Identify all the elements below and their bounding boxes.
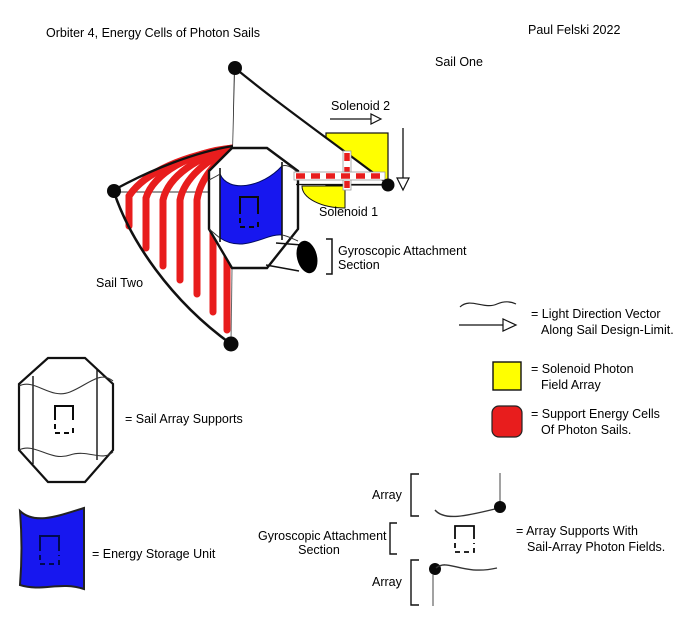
legend-array-top-label: Array bbox=[372, 488, 402, 502]
legend-array-supports-line1: = Array Supports With bbox=[516, 524, 638, 538]
gyro-label-line2: Section bbox=[338, 258, 380, 272]
sail-two-top-edge bbox=[113, 144, 234, 192]
sail-two-tie-line bbox=[230, 268, 233, 343]
legend-array-supports-line2: Sail-Array Photon Fields. bbox=[527, 540, 666, 554]
sail-one-mast-line bbox=[232, 73, 236, 147]
legend-solenoid-line1: = Solenoid Photon bbox=[531, 362, 634, 376]
sail-two-bottom-dot bbox=[223, 336, 239, 352]
legend-array-bottom-label: Array bbox=[372, 575, 402, 589]
legend-gyro2-line1: Gyroscopic Attachment bbox=[258, 529, 387, 543]
array-top-bracket-icon bbox=[410, 473, 419, 517]
legend-energy-storage-label: = Energy Storage Unit bbox=[92, 547, 216, 561]
solenoid-1-label: Solenoid 1 bbox=[319, 205, 379, 219]
legend-energy-storage-icon bbox=[18, 506, 85, 591]
legend-sail-array-supports-icon bbox=[17, 356, 115, 484]
legend-energy-cells-line1: = Support Energy Cells bbox=[531, 407, 660, 421]
gyro-label-line1: Gyroscopic Attachment bbox=[338, 244, 467, 258]
sail-vertex-dots bbox=[107, 61, 395, 352]
sail-one-top-dot bbox=[228, 61, 242, 75]
legend-light-line1: = Light Direction Vector bbox=[531, 307, 661, 321]
sail-one-tip-dot bbox=[381, 178, 395, 192]
legend-solenoid-line2: Field Array bbox=[541, 378, 601, 392]
legend-array-supports-icon bbox=[389, 473, 506, 606]
legend-energy-cells-swatch bbox=[491, 405, 523, 438]
sail-two-left-dot bbox=[107, 184, 121, 198]
sail-two-bottom-edge bbox=[112, 191, 232, 346]
dash-casing-horizontal bbox=[293, 171, 386, 181]
solenoid-dashed-lines bbox=[293, 150, 386, 191]
solenoid-1-field bbox=[301, 185, 346, 209]
legend-energy-cells-line2: Of Photon Sails. bbox=[541, 423, 632, 437]
author-credit: Paul Felski 2022 bbox=[528, 23, 621, 37]
sail-one-label: Sail One bbox=[435, 55, 483, 69]
solenoid-2-arrow-icon bbox=[330, 113, 383, 125]
array-bottom-bracket-icon bbox=[410, 559, 419, 606]
gyro2-bracket-icon bbox=[389, 522, 397, 555]
gyro-bracket-icon bbox=[326, 238, 333, 275]
legend-solenoid-swatch bbox=[492, 361, 522, 391]
legend-light-line2: Along Sail Design-Limit. bbox=[541, 323, 674, 337]
legend-gyro2-line2: Section bbox=[298, 543, 340, 557]
page-title: Orbiter 4, Energy Cells of Photon Sails bbox=[46, 26, 260, 40]
body-core-symbol bbox=[239, 196, 259, 228]
legend-light-vector-icon bbox=[459, 301, 518, 332]
sail-two-label: Sail Two bbox=[96, 276, 144, 290]
down-arrow-icon bbox=[396, 128, 410, 192]
solenoid-2-label: Solenoid 2 bbox=[331, 99, 391, 113]
sail-array-support-body bbox=[207, 146, 388, 270]
gyro-cap bbox=[296, 240, 318, 274]
sail-one-curve bbox=[234, 67, 389, 185]
legend-sail-array-label: = Sail Array Supports bbox=[125, 412, 243, 426]
gyro-attachment bbox=[265, 238, 333, 275]
